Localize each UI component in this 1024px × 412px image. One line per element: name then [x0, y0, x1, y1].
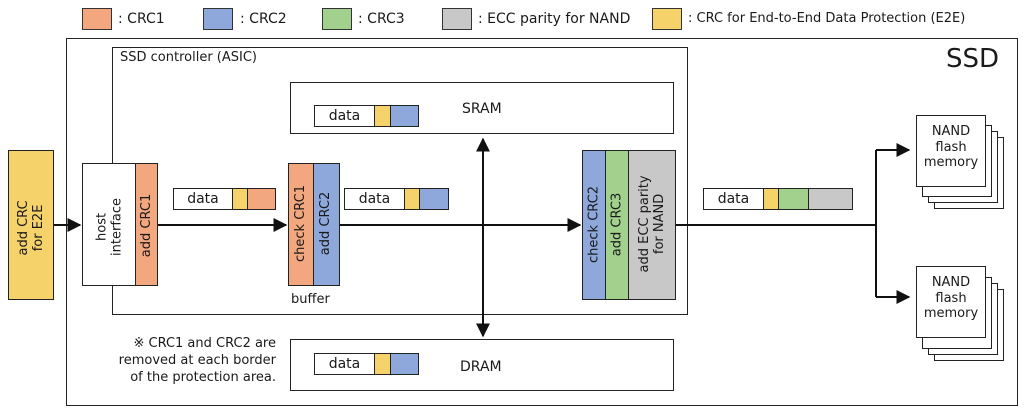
dram-label: DRAM: [460, 359, 502, 375]
check-crc1-label: check CRC1: [293, 184, 309, 262]
controller-title: SSD controller (ASIC): [120, 50, 257, 65]
legend-label-e2e: : CRC for End-to-End Data Protection (E2…: [688, 11, 966, 26]
dram-data-cell: data: [314, 353, 375, 375]
packet3-crc3-cell: [778, 188, 809, 210]
nand-bottom-layer-1: [916, 266, 986, 338]
host-add-crc-label: add CRC for E2E: [16, 200, 46, 256]
sram-e2e-cell: [374, 105, 391, 127]
packet2-crc2-cell: [419, 188, 449, 210]
nand-bottom-label: NAND flash memory: [923, 275, 979, 322]
dram-data-label: data: [328, 356, 361, 372]
sram-label: SRAM: [462, 101, 502, 117]
add-crc1-block: add CRC1: [135, 163, 158, 286]
check-crc2-label: check CRC2: [586, 185, 602, 263]
packet3-data-label: data: [717, 191, 750, 207]
ssd-title: SSD: [946, 44, 1000, 74]
legend-swatch-crc2: [203, 8, 233, 30]
legend-label-crc3: : CRC3: [358, 11, 405, 27]
legend-swatch-e2e: [652, 8, 682, 30]
legend-swatch-crc3: [322, 8, 352, 30]
legend-swatch-ecc: [442, 8, 472, 30]
packet2-data-label: data: [358, 191, 391, 207]
add-crc3-label: add CRC3: [609, 192, 625, 257]
add-ecc-label: add ECC parity for NAND: [637, 175, 667, 273]
sram-crc2-cell: [390, 105, 419, 127]
add-crc3-block: add CRC3: [605, 150, 629, 300]
nand-top-layer-1: [916, 115, 986, 187]
check-crc1-block: check CRC1: [288, 163, 314, 286]
dram-crc2-cell: [390, 353, 419, 375]
packet1-data-label: data: [187, 191, 219, 207]
add-ecc-block: add ECC parity for NAND: [628, 150, 676, 300]
packet1-crc1-cell: [247, 188, 276, 210]
add-crc2-label: add CRC2: [318, 191, 334, 256]
add-crc1-label: add CRC1: [139, 193, 155, 258]
note-text: ※ CRC1 and CRC2 are removed at each bord…: [118, 336, 276, 385]
packet3-e2e-cell: [763, 188, 779, 210]
host-interface-block: host interface: [82, 163, 136, 286]
packet1-data-cell: data: [173, 188, 233, 210]
packet1-e2e-cell: [232, 188, 248, 210]
sram-data-cell: data: [314, 105, 375, 127]
legend-swatch-crc1: [82, 8, 112, 30]
buffer-label: buffer: [291, 292, 330, 307]
add-crc2-block: add CRC2: [313, 163, 340, 286]
packet3-data-cell: data: [703, 188, 764, 210]
host-add-crc-block: add CRC for E2E: [8, 150, 54, 300]
dram-e2e-cell: [374, 353, 391, 375]
sram-data-label: data: [328, 108, 361, 124]
check-crc2-block: check CRC2: [582, 150, 606, 300]
packet3-ecc-cell: [808, 188, 853, 210]
packet2-e2e-cell: [404, 188, 420, 210]
legend-label-crc2: : CRC2: [240, 11, 287, 27]
host-interface-label: host interface: [94, 197, 125, 256]
legend-label-crc1: : CRC1: [118, 11, 165, 27]
legend-label-ecc: : ECC parity for NAND: [478, 11, 631, 27]
nand-top-label: NAND flash memory: [923, 124, 979, 171]
packet2-data-cell: data: [344, 188, 405, 210]
